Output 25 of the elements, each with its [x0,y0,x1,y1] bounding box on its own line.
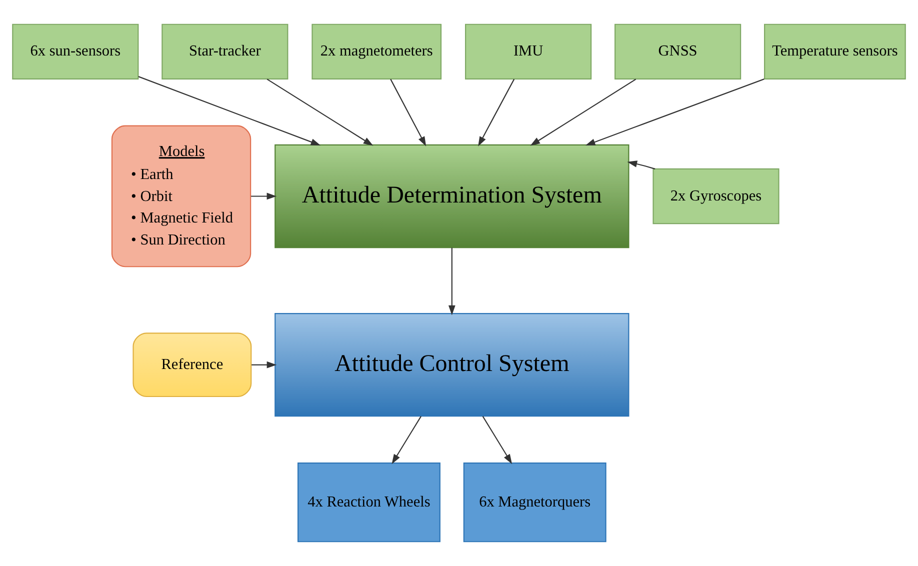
node-box: IMU [465,24,592,80]
node-box: Models • Earth • Orbit • Magnetic Field • Sun Direction [111,125,252,268]
node-box: Attitude Determination System [274,144,630,248]
node-box: Star-tracker [162,24,288,80]
node-box: 6x sun-sensors [12,24,139,80]
node-box: 4x Reaction Wheels [298,462,440,542]
node-box: GNSS [614,24,742,80]
arrow [252,361,277,368]
arrow [392,416,422,464]
node-box: 2x magnetometers [312,24,442,80]
node-box: Attitude Control System [274,313,630,417]
arrow [585,78,764,146]
node-box: Reference [132,332,252,398]
arrow [530,78,636,146]
node-box: Temperature sensors [764,24,906,80]
arrow [251,192,277,200]
arrow [390,78,426,146]
arrow [266,78,374,146]
arrow [448,248,456,316]
arrow [627,160,656,170]
node-box: 2x Gyroscopes [652,168,780,224]
arrow [138,76,321,146]
arrow [482,416,512,464]
arrow [478,78,515,146]
node-box: 6x Magnetorquers [463,462,606,542]
